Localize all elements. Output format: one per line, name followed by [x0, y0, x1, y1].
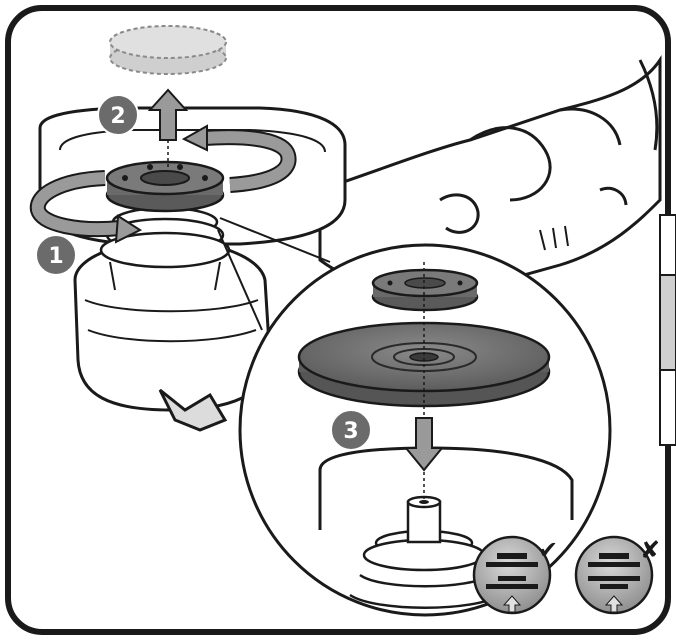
removed-nut-ghost: [109, 25, 227, 75]
correct-mark: ✔: [538, 536, 558, 564]
step-badge-2: 2: [97, 94, 139, 136]
grinding-disc: [297, 321, 551, 408]
rotation-arrow-right: [181, 124, 297, 193]
step-number-3: 3: [343, 419, 358, 444]
side-tab: [659, 214, 676, 446]
zoom-clamping-nut: [371, 268, 479, 312]
step-badge-1: 1: [35, 234, 77, 276]
mount-arrow: [403, 417, 445, 472]
step-badge-3: 3: [330, 409, 372, 451]
step-number-2: 2: [110, 104, 125, 129]
rotation-arrow-left: [29, 170, 143, 244]
incorrect-mark: ✘: [640, 536, 660, 564]
step-number-1: 1: [48, 244, 63, 269]
flange-correct-orientation-icon: ✔: [472, 535, 558, 615]
flange-wrong-orientation-icon: ✘: [574, 535, 660, 615]
zoom-callout-lines: [217, 217, 331, 331]
clamping-nut: [105, 160, 225, 213]
detail-magnifier: [238, 243, 612, 617]
